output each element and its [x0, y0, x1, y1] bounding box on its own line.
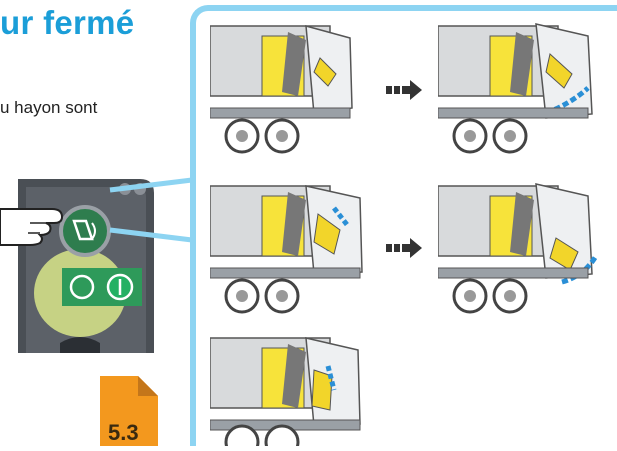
sequence-arrow-icon	[386, 80, 422, 100]
step-5	[210, 337, 361, 446]
callout-connector	[109, 177, 193, 243]
page-title: ur fermé	[0, 4, 135, 41]
press-finger-icon	[0, 208, 64, 246]
stop-button-icon	[69, 274, 95, 300]
instruction-text: u hayon sont	[0, 98, 98, 117]
page-number-text: 5.3	[108, 420, 139, 445]
page-number-badge: 5.3	[100, 376, 158, 446]
sequence-arrow-icon	[386, 238, 422, 258]
step-1	[210, 24, 353, 154]
step-4	[438, 183, 599, 314]
step-2	[438, 23, 593, 154]
tailgate-cycle-icon	[72, 219, 96, 241]
step-3	[210, 185, 363, 314]
